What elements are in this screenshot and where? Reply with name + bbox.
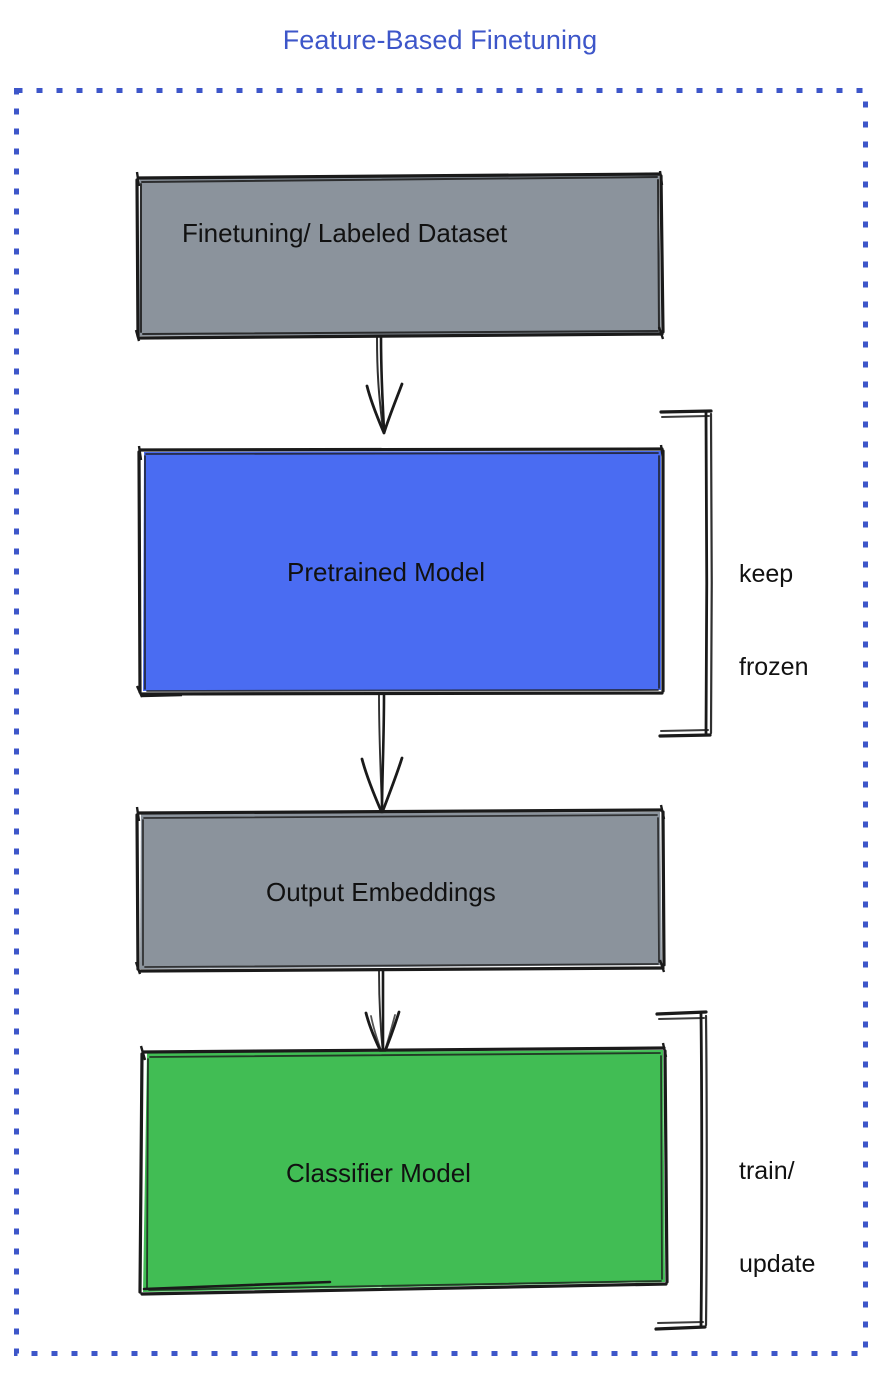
edge-pretrained-to-embeddings-arrowhead: [360, 756, 404, 815]
node-dataset-outline: [135, 172, 665, 340]
bracket-train-update-spine: [699, 1012, 704, 1329]
node-output-embeddings-corner-tick-bl: [134, 961, 142, 975]
edge-embeddings-to-classifier-line-2: [378, 970, 384, 1055]
edge-dataset-to-pretrained-line: [379, 335, 386, 434]
bracket-train-update-arm-top: [655, 1010, 708, 1016]
bracket-keep-frozen-arm-top-2: [661, 415, 710, 418]
node-output-embeddings-corner-tick-tl: [135, 806, 141, 822]
bracket-train-update-arm-top-2: [658, 1017, 705, 1020]
node-dataset-label: Finetuning/ Labeled Dataset: [182, 218, 508, 248]
bracket-keep-frozen-arm-bottom-2: [660, 729, 709, 732]
node-dataset[interactable]: [134, 170, 665, 342]
edge-dataset-to-pretrained-arrowhead: [365, 382, 404, 435]
node-pretrained-model-outline-sketch: [144, 452, 660, 692]
node-classifier-model-corner-tick-tl: [139, 1045, 147, 1061]
bracket-keep-frozen-spine: [704, 410, 709, 737]
annotation-train-update-line1: train/: [739, 1156, 795, 1185]
node-pretrained-model-corner-tick-tl: [137, 445, 143, 461]
bracket-keep-frozen-arm-top: [659, 409, 713, 414]
node-classifier-model-outline: [138, 1046, 669, 1296]
node-dataset-corner-tick-br: [657, 326, 665, 340]
node-classifier-model-corner-tick-tr: [661, 1042, 668, 1058]
node-output-embeddings-label: Output Embeddings: [266, 877, 496, 907]
node-dataset-corner-tick-tl: [135, 171, 141, 187]
edge-dataset-to-pretrained-line-2: [376, 337, 384, 431]
node-output-embeddings-corner-tick-tr: [659, 804, 666, 820]
bracket-train-update-spine-2: [704, 1014, 708, 1327]
node-pretrained-model-baseline-sketch: [140, 693, 183, 698]
node-classifier-model-label: Classifier Model: [286, 1158, 471, 1188]
node-classifier-model-fill: [143, 1050, 665, 1292]
node-classifier-model-baseline-sketch: [142, 1280, 332, 1291]
bracket-keep-frozen-arm-bottom: [658, 733, 712, 738]
edge-pretrained-to-embeddings-line-2: [378, 694, 383, 811]
annotation-train-update-label: train/ update: [739, 1093, 815, 1343]
node-classifier-model-outline-sketch: [146, 1052, 663, 1291]
node-pretrained-model-corner-tick-tr: [659, 444, 665, 460]
node-classifier-model[interactable]: [138, 1042, 669, 1296]
edge-pretrained-to-embeddings: [360, 692, 404, 815]
bracket-keep-frozen: [658, 409, 713, 738]
node-pretrained-model-label: Pretrained Model: [287, 557, 485, 587]
node-pretrained-model-outline: [137, 447, 665, 696]
node-dataset-fill: [139, 175, 661, 336]
annotation-keep-frozen-line1: keep: [739, 559, 794, 588]
edge-embeddings-to-classifier: [364, 968, 401, 1058]
node-dataset-corner-tick-tr: [658, 170, 664, 186]
node-output-embeddings-fill: [140, 812, 662, 969]
edge-dataset-to-pretrained: [365, 335, 404, 435]
node-output-embeddings-corner-tick-br: [658, 959, 666, 973]
node-output-embeddings-outline-sketch: [142, 814, 660, 968]
page-title: Feature-Based Finetuning: [282, 25, 598, 55]
node-output-embeddings[interactable]: [134, 804, 666, 975]
annotation-keep-frozen-label: keep frozen: [739, 496, 808, 746]
node-dataset-corner-tick-bl: [134, 329, 141, 342]
bracket-train-update: [654, 1010, 708, 1331]
annotation-keep-frozen-line2: frozen: [739, 653, 809, 682]
annotation-train-update-line2: update: [739, 1250, 816, 1279]
node-dataset-outline-sketch: [140, 176, 660, 335]
bracket-keep-frozen-spine-2: [709, 412, 713, 735]
node-pretrained-model[interactable]: [135, 444, 665, 698]
node-pretrained-model-fill: [143, 451, 661, 691]
bracket-train-update-arm-bottom-2: [657, 1321, 704, 1324]
bracket-train-update-arm-bottom: [654, 1325, 707, 1331]
node-output-embeddings-outline: [135, 808, 666, 973]
